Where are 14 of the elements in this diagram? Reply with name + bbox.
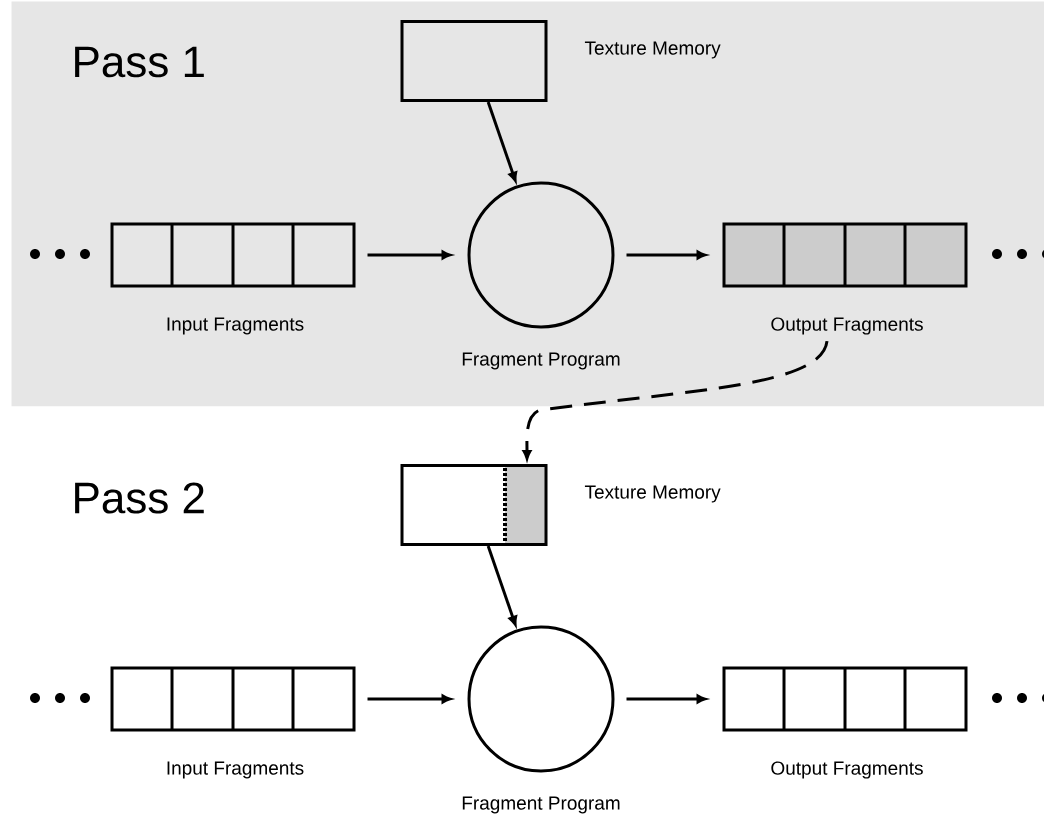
memory-label: Texture Memory <box>584 485 721 503</box>
arrow <box>367 694 452 704</box>
arrow <box>626 694 707 704</box>
array-label: Input Fragments <box>167 761 304 779</box>
pass-heading: Pass 1 <box>75 46 204 78</box>
arrow <box>626 250 707 260</box>
array-label: Output Fragments <box>771 761 923 779</box>
arrow <box>367 250 452 260</box>
program-label: Fragment Program <box>462 796 620 814</box>
array-label: Input Fragments <box>167 317 304 335</box>
program-label: Fragment Program <box>462 352 620 370</box>
array-label: Output Fragments <box>771 317 923 335</box>
memory-label: Texture Memory <box>584 41 721 59</box>
pass-heading: Pass 2 <box>75 482 204 514</box>
